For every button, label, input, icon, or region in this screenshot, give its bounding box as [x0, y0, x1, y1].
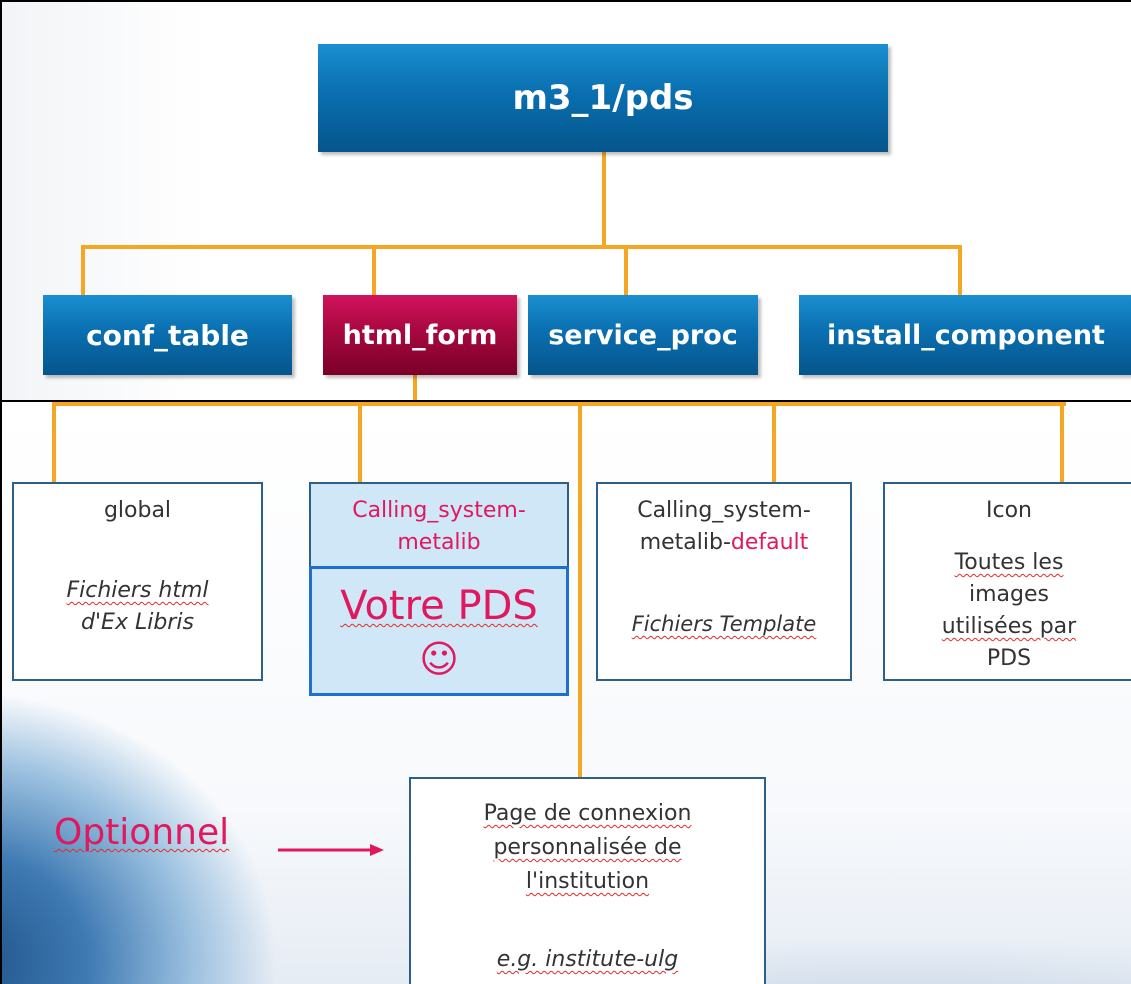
box-login-line-1: Page de connexion [411, 801, 764, 826]
root-node-label: m3_1/pds [512, 78, 694, 118]
connector-to-icon [1060, 402, 1064, 484]
box-calling-title-2: metalib [397, 530, 481, 555]
box-global-desc-2: d'Ex Libris [81, 610, 194, 635]
box-global-desc-1: Fichiers html [14, 578, 261, 603]
box-login-example-text: e.g. institute-ulg [496, 947, 679, 972]
connector-root-down [602, 152, 606, 247]
box-login-line-2: personnalisée de [411, 835, 764, 860]
box-login-line-1-text: Page de connexion [483, 801, 692, 826]
box-votre-pds-label: Votre PDS [312, 583, 566, 629]
arrow-right-icon [278, 844, 384, 856]
box-default-title-2-prefix: metalib- [639, 530, 731, 555]
connector-html-form-down [413, 374, 417, 400]
box-default-desc-text: Fichiers Template [631, 612, 817, 636]
box-calling-title-1: Calling_system- [352, 498, 526, 523]
connector-to-login [578, 402, 582, 780]
box-default-desc: Fichiers Template [598, 612, 850, 636]
smiley-icon: ☺ [419, 637, 459, 681]
top-panel: m3_1/pds conf_table html_form service_pr… [0, 0, 1131, 402]
connector-to-install-component [958, 245, 962, 295]
box-icon-desc-1-text: Toutes les [954, 550, 1064, 575]
optional-label-text: Optionnel [54, 812, 230, 853]
root-node: m3_1/pds [318, 44, 888, 152]
node-install-component: install_component [799, 295, 1131, 375]
node-conf-table: conf_table [43, 295, 292, 375]
box-global: global Fichiers html d'Ex Libris [12, 482, 263, 681]
box-icon-desc-2: images [969, 582, 1049, 607]
connector-level1-horizontal [81, 245, 962, 249]
box-login-line-2-text: personnalisée de [493, 835, 682, 860]
box-icon-desc-1: Toutes les [885, 550, 1131, 575]
connector-to-html-form [372, 245, 376, 295]
node-html-form-label: html_form [342, 319, 498, 351]
node-service-proc-label: service_proc [548, 319, 738, 351]
bottom-panel: global Fichiers html d'Ex Libris Calling… [0, 402, 1131, 984]
box-global-title: global [103, 498, 172, 523]
box-votre-pds: Votre PDS ☺ [309, 566, 569, 696]
box-default-title-2: metalib-default [598, 530, 850, 555]
node-html-form: html_form [323, 295, 517, 375]
node-conf-table-label: conf_table [86, 318, 249, 352]
connector-to-default [772, 402, 776, 484]
node-service-proc: service_proc [528, 295, 758, 375]
box-login-line-3-text: l'institution [525, 869, 650, 894]
box-icon-desc-3: utilisées par [885, 614, 1131, 639]
connector-to-global [52, 402, 56, 484]
connector-to-calling [358, 402, 362, 484]
box-login-example: e.g. institute-ulg [411, 947, 764, 972]
box-default-title-1: Calling_system- [637, 498, 811, 523]
connector-to-conf-table [81, 245, 85, 295]
box-default-title-2-suffix: default [730, 530, 809, 555]
connector-level2-horizontal [52, 402, 1066, 406]
optional-label: Optionnel [54, 812, 229, 853]
box-default: Calling_system- metalib-default Fichiers… [596, 482, 852, 681]
node-install-component-label: install_component [827, 319, 1105, 351]
box-login-page: Page de connexion personnalisée de l'ins… [409, 777, 766, 984]
box-login-line-3: l'institution [411, 869, 764, 894]
box-global-desc-1-text: Fichiers html [66, 578, 209, 603]
box-votre-pds-text: Votre PDS [340, 583, 538, 629]
box-icon: Icon Toutes les images utilisées par PDS [883, 482, 1131, 681]
box-icon-desc-4: PDS [986, 646, 1032, 671]
box-icon-title: Icon [986, 498, 1032, 523]
box-icon-desc-3-text: utilisées par [941, 614, 1077, 639]
connector-to-service-proc [624, 245, 628, 295]
